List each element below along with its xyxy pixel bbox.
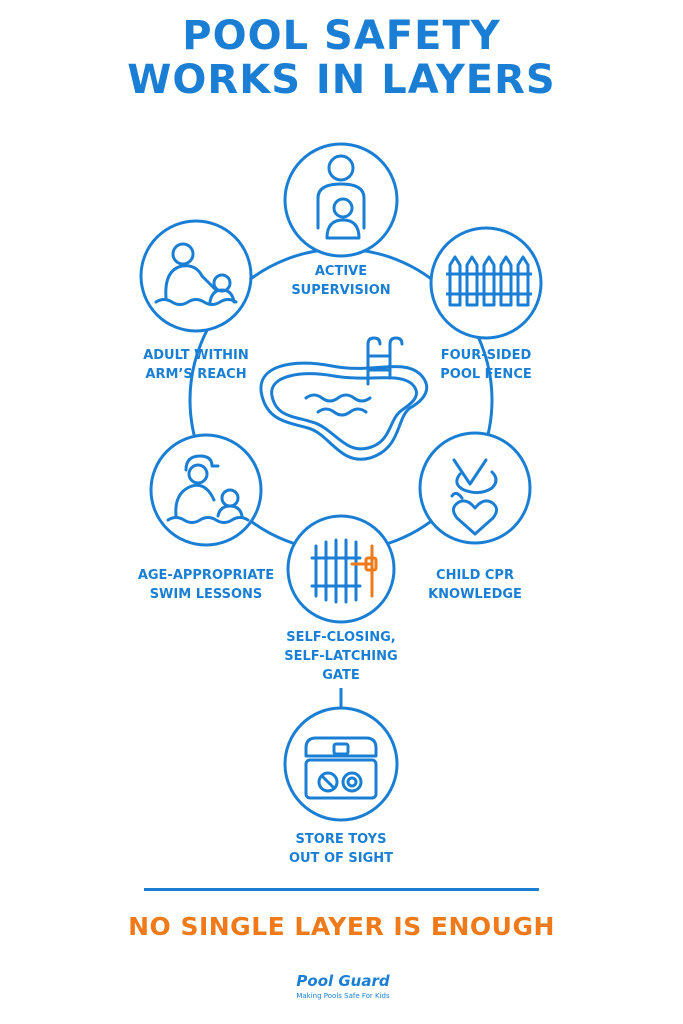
divider (144, 888, 539, 891)
layer-label-reach: ADULT WITHIN ARM’S REACH (143, 348, 249, 382)
logo-tagline: Making Pools Safe For Kids (296, 992, 390, 1000)
layer-label-supervision: ACTIVE SUPERVISION (291, 264, 391, 298)
title-line-1: POOL SAFETY (182, 13, 501, 59)
layer-label-gate: SELF-CLOSING, SELF-LATCHING GATE (284, 630, 398, 683)
fence-icon (429, 226, 543, 340)
adult-in-water-icon (139, 219, 253, 333)
swim-instructor-icon (149, 433, 263, 547)
logo-name: Pool Guard (296, 972, 390, 990)
pool-guard-logo: Pool Guard Making Pools Safe For Kids (278, 972, 408, 1012)
layer-label-lessons: AGE-APPROPRIATE SWIM LESSONS (137, 568, 275, 602)
title-line-2: WORKS IN LAYERS (127, 57, 556, 103)
layer-label-cpr: CHILD CPR KNOWLEDGE (428, 568, 522, 602)
gate-icon (286, 514, 396, 624)
layer-label-fence: FOUR-SIDED POOL FENCE (440, 348, 532, 382)
pool-icon (259, 336, 429, 461)
cpr-hands-icon (418, 431, 532, 545)
layer-label-toys: STORE TOYS OUT OF SIGHT (288, 832, 394, 866)
adult-child-icon (283, 142, 399, 258)
tagline: NO SINGLE LAYER IS ENOUGH (128, 912, 555, 941)
toy-box-icon (283, 706, 399, 822)
page-title: POOL SAFETY WORKS IN LAYERS (0, 14, 683, 102)
